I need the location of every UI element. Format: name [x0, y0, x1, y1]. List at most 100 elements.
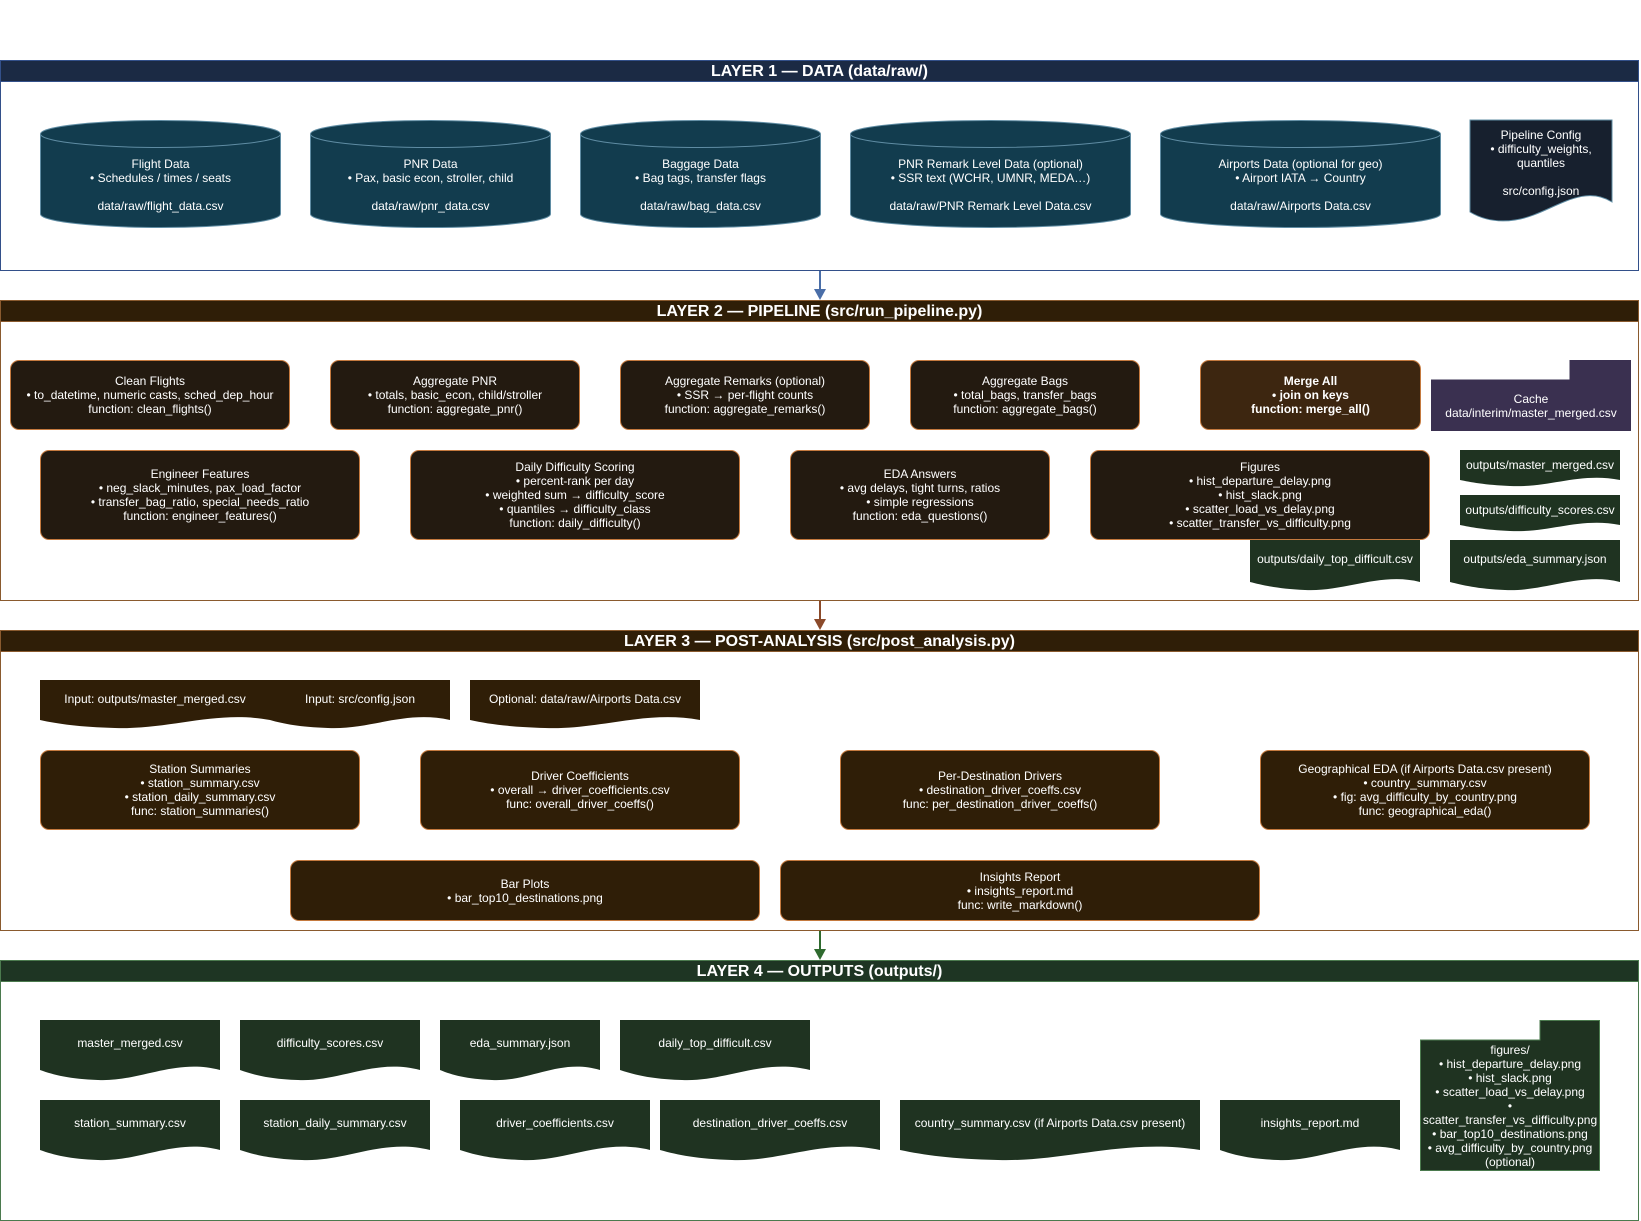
doc-label: destination_driver_coeffs.csv — [692, 1116, 848, 1130]
layer1-header: LAYER 1 — DATA (data/raw/) — [0, 60, 1639, 82]
cylinder-pnr-remark-data: PNR Remark Level Data (optional) • SSR t… — [850, 120, 1131, 228]
document-shape — [460, 1100, 650, 1161]
output-doc-difficulty-scores: outputs/difficulty_scores.csv — [1460, 495, 1620, 532]
geographical-eda-step: Geographical EDA (if Airports Data.csv p… — [1260, 750, 1590, 830]
step-label: Driver Coefficients • overall → driver_c… — [490, 769, 670, 811]
engineer-features-step: Engineer Features • neg_slack_minutes, p… — [40, 450, 360, 540]
step-label: Merge All • join on keys function: merge… — [1251, 374, 1370, 416]
document-shape — [1450, 540, 1620, 591]
step-label: Daily Difficulty Scoring • percent-rank … — [485, 460, 665, 530]
clean-flights-step: Clean Flights • to_datetime, numeric cas… — [10, 360, 290, 430]
step-label: Aggregate Remarks (optional) • SSR → per… — [664, 374, 826, 416]
output-master-merged: master_merged.csv — [40, 1020, 220, 1081]
output-doc-master-merged: outputs/master_merged.csv — [1460, 450, 1620, 487]
doc-label: driver_coefficients.csv — [496, 1116, 614, 1130]
step-label: Clean Flights • to_datetime, numeric cas… — [26, 374, 274, 416]
doc-label: Input: outputs/master_merged.csv — [64, 692, 246, 706]
driver-coefficients-step: Driver Coefficients • overall → driver_c… — [420, 750, 740, 830]
document-shape — [40, 680, 270, 729]
output-eda-summary: eda_summary.json — [440, 1020, 600, 1081]
doc-label: outputs/daily_top_difficult.csv — [1257, 552, 1413, 566]
step-label: Insights Report • insights_report.md fun… — [957, 869, 1083, 912]
doc-label: station_daily_summary.csv — [263, 1116, 407, 1130]
cylinder-flight-data: Flight Data • Schedules / times / seats … — [40, 120, 281, 228]
document-shape — [1460, 495, 1620, 532]
output-country-summary: country_summary.csv (if Airports Data.cs… — [900, 1100, 1200, 1161]
doc-label: insights_report.md — [1260, 1116, 1360, 1130]
layer2-header: LAYER 2 — PIPELINE (src/run_pipeline.py) — [0, 300, 1639, 322]
document-shape — [1220, 1100, 1400, 1161]
doc-label: country_summary.csv (if Airports Data.cs… — [914, 1116, 1186, 1130]
step-label: EDA Answers • avg delays, tight turns, r… — [839, 467, 1001, 523]
document-shape — [470, 680, 700, 729]
document-shape — [1250, 540, 1420, 591]
layer3-header: LAYER 3 — POST-ANALYSIS (src/post_analys… — [0, 630, 1639, 652]
doc-label: outputs/difficulty_scores.csv — [1465, 503, 1615, 517]
daily-difficulty-step: Daily Difficulty Scoring • percent-rank … — [410, 450, 740, 540]
bar-plots-step: Bar Plots • bar_top10_destinations.png — [290, 860, 760, 921]
doc-label: Optional: data/raw/Airports Data.csv — [488, 692, 682, 706]
output-difficulty-scores: difficulty_scores.csv — [240, 1020, 420, 1081]
step-label: Station Summaries • station_summary.csv … — [124, 762, 276, 818]
cylinder-shape — [1160, 120, 1441, 228]
aggregate-bags-step: Aggregate Bags • total_bags, transfer_ba… — [910, 360, 1140, 430]
cylinder-label: Baggage Data • Bag tags, transfer flags … — [635, 157, 766, 213]
doc-label: daily_top_difficult.csv — [658, 1036, 772, 1050]
cache-folder: Cache data/interim/master_merged.csv — [1431, 360, 1631, 431]
arrow-layer2-to-layer3 — [814, 601, 826, 630]
doc-label: master_merged.csv — [77, 1036, 183, 1050]
document-shape — [440, 1020, 600, 1081]
figures-folder: figures/ • hist_departure_delay.png • hi… — [1420, 1020, 1600, 1171]
step-label: Figures • hist_departure_delay.png • his… — [1169, 460, 1351, 530]
document-shape — [660, 1100, 880, 1161]
per-destination-drivers-step: Per-Destination Drivers • destination_dr… — [840, 750, 1160, 830]
config-label: Pipeline Config • difficulty_weights, qu… — [1490, 128, 1592, 198]
output-driver-coefficients: driver_coefficients.csv — [460, 1100, 650, 1161]
station-summaries-step: Station Summaries • station_summary.csv … — [40, 750, 360, 830]
document-shape — [270, 680, 450, 729]
cache-label: Cache data/interim/master_merged.csv — [1445, 391, 1617, 420]
step-label: Engineer Features • neg_slack_minutes, p… — [90, 467, 310, 523]
document-shape — [40, 1100, 220, 1161]
output-station-summary: station_summary.csv — [40, 1100, 220, 1161]
input-doc-airports: Optional: data/raw/Airports Data.csv — [470, 680, 700, 729]
document-shape — [240, 1020, 420, 1081]
input-doc-master-merged: Input: outputs/master_merged.csv — [40, 680, 270, 729]
step-label: Bar Plots • bar_top10_destinations.png — [447, 876, 603, 905]
cylinder-label: Airports Data (optional for geo) • Airpo… — [1218, 157, 1383, 213]
output-daily-top-difficult: daily_top_difficult.csv — [620, 1020, 810, 1081]
cylinder-shape — [850, 120, 1131, 228]
step-label: Aggregate Bags • total_bags, transfer_ba… — [953, 374, 1097, 416]
cylinder-pnr-data: PNR Data • Pax, basic econ, stroller, ch… — [310, 120, 551, 228]
output-insights-report: insights_report.md — [1220, 1100, 1400, 1161]
folder-shape — [1420, 1020, 1600, 1171]
step-label: Aggregate PNR • totals, basic_econ, chil… — [367, 374, 543, 416]
output-station-daily-summary: station_daily_summary.csv — [240, 1100, 430, 1161]
cylinder-label: Flight Data • Schedules / times / seats … — [90, 157, 231, 213]
cylinder-airports-data: Airports Data (optional for geo) • Airpo… — [1160, 120, 1441, 228]
merge-all-step: Merge All • join on keys function: merge… — [1200, 360, 1421, 430]
input-doc-config: Input: src/config.json — [270, 680, 450, 729]
document-shape — [1460, 450, 1620, 487]
arrow-layer1-to-layer2 — [814, 271, 826, 300]
layer4-header: LAYER 4 — OUTPUTS (outputs/) — [0, 960, 1639, 982]
cylinder-shape — [310, 120, 551, 228]
eda-answers-step: EDA Answers • avg delays, tight turns, r… — [790, 450, 1050, 540]
doc-label: outputs/eda_summary.json — [1463, 552, 1607, 566]
step-label: Geographical EDA (if Airports Data.csv p… — [1298, 762, 1552, 818]
doc-label: Input: src/config.json — [304, 692, 416, 706]
cylinder-shape — [40, 120, 281, 228]
document-shape — [900, 1100, 1200, 1161]
pipeline-config-document: Pipeline Config • difficulty_weights, qu… — [1469, 119, 1613, 228]
cylinder-baggage-data: Baggage Data • Bag tags, transfer flags … — [580, 120, 821, 228]
insights-report-step: Insights Report • insights_report.md fun… — [780, 860, 1260, 921]
cylinder-label: PNR Data • Pax, basic econ, stroller, ch… — [347, 157, 514, 213]
output-doc-eda-summary: outputs/eda_summary.json — [1450, 540, 1620, 591]
document-shape — [620, 1020, 810, 1081]
document-shape — [240, 1100, 430, 1161]
step-label: Per-Destination Drivers • destination_dr… — [902, 769, 1098, 811]
figures-label: figures/ • hist_departure_delay.png • hi… — [1422, 1042, 1598, 1169]
aggregate-pnr-step: Aggregate PNR • totals, basic_econ, chil… — [330, 360, 580, 430]
cylinder-shape — [580, 120, 821, 228]
output-doc-daily-top-difficult: outputs/daily_top_difficult.csv — [1250, 540, 1420, 591]
